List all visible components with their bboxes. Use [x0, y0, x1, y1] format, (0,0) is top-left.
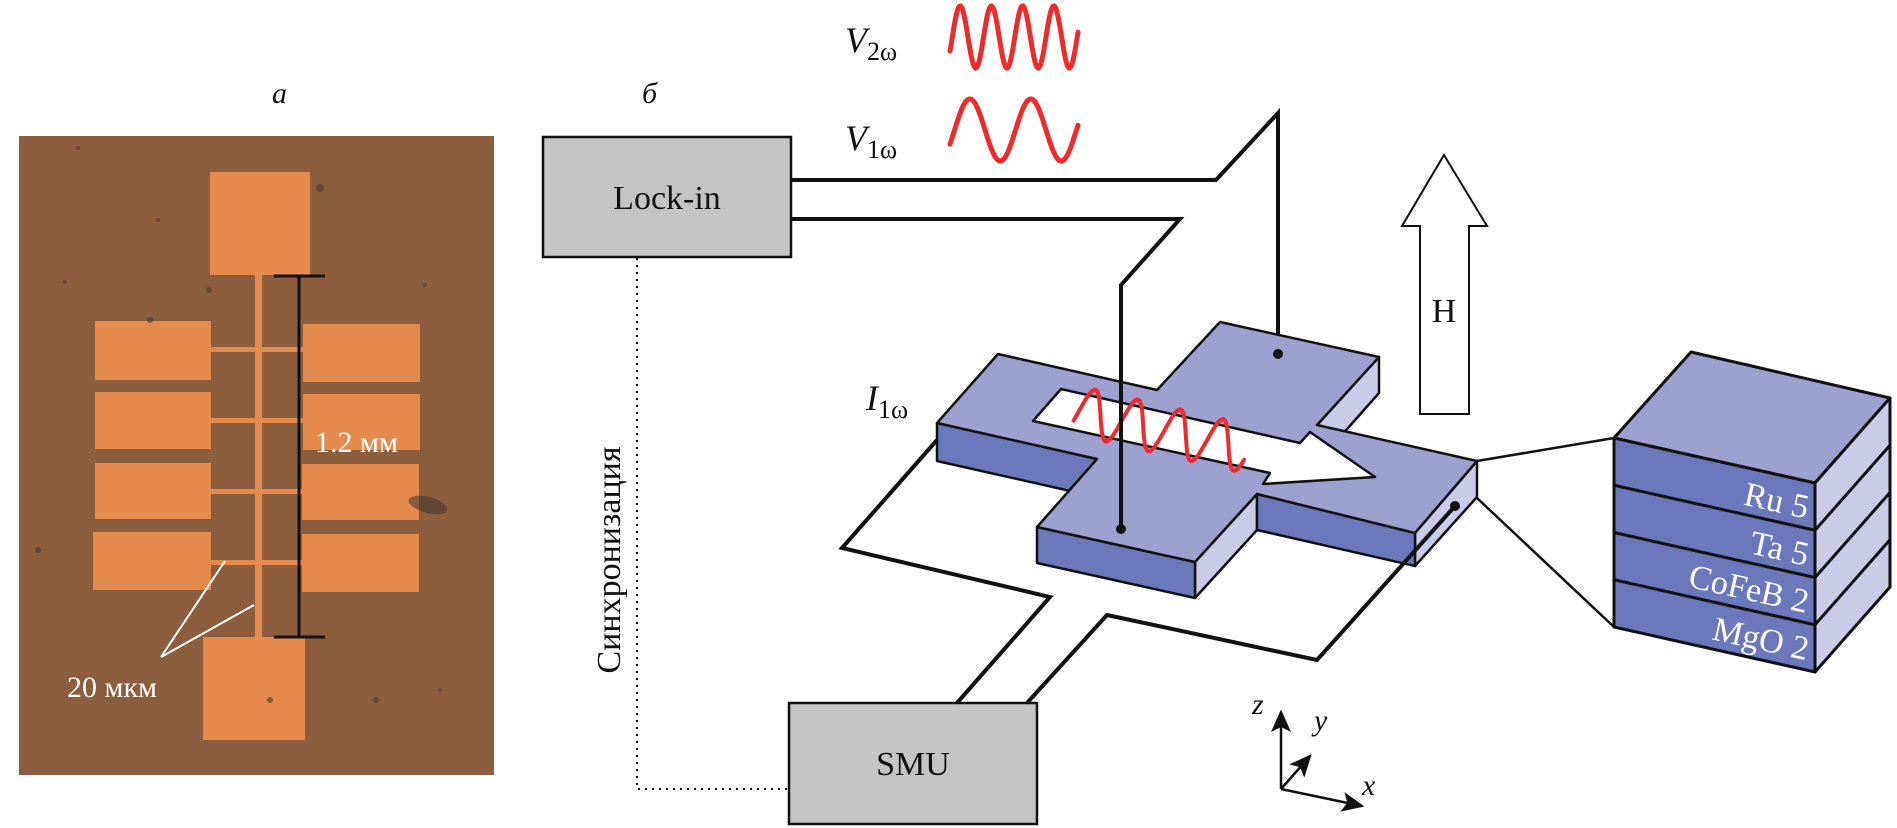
hall-cross-device	[935, 320, 1479, 600]
pad-left-4	[93, 532, 211, 590]
layer-stack	[1612, 350, 1892, 674]
contact-pads	[93, 172, 420, 740]
layer-divider	[1613, 444, 1892, 532]
pad-left-2	[95, 392, 211, 449]
current-wire-2	[1025, 504, 1457, 705]
voltage-wire-2	[791, 217, 1185, 529]
y-axis-arrow-icon	[1280, 754, 1312, 790]
sync-label: Синхронизация	[591, 446, 628, 673]
hall-bar-arm-3	[211, 489, 304, 494]
hall-bar-arm-4	[211, 560, 304, 565]
pad-left-3	[95, 463, 211, 519]
lock-in-label: Lock-in	[613, 180, 721, 217]
coordinate-axes	[1271, 709, 1365, 812]
x-axis-label: x	[1361, 769, 1376, 802]
v2w-waveform	[947, 3, 1081, 71]
photo-specks	[35, 146, 448, 703]
smu-label: SMU	[876, 746, 950, 783]
x-axis-arrow-icon	[1280, 787, 1365, 812]
hall-bar-strip	[255, 275, 262, 638]
contact-dot-right	[1450, 501, 1460, 511]
layer-divider	[1613, 491, 1892, 579]
current-direction-arrow	[1031, 387, 1377, 486]
micrograph-photo: 1.2 мм 20 мкм	[19, 136, 494, 775]
zoom-line-bottom	[1476, 497, 1615, 628]
contact-dot-top	[1273, 349, 1283, 359]
panel-b: б V2ω V1ω Lock-in SMU Синхронизация	[541, 3, 1892, 826]
smu-box	[787, 701, 1039, 826]
v1w-label: V1ω	[845, 118, 897, 164]
panel-a-label: а	[272, 77, 287, 110]
pad-bottom	[203, 637, 305, 740]
layer-divider	[1613, 538, 1892, 627]
panel-a: а	[19, 77, 494, 775]
panel-b-label: б	[642, 77, 658, 110]
lock-in-box	[541, 135, 793, 259]
magnetic-field-arrow-icon	[1400, 153, 1489, 415]
voltage-wire-1	[791, 107, 1280, 354]
pad-left-1	[95, 321, 211, 380]
width-pointer-lines	[160, 560, 255, 658]
sync-line	[636, 258, 789, 790]
hall-bar-arm-1	[211, 347, 304, 352]
pad-right-3	[302, 464, 419, 520]
hall-bar-arm-2	[211, 418, 304, 423]
pad-right-2	[303, 394, 420, 450]
v2w-label: V2ω	[845, 20, 897, 66]
v1w-waveform	[947, 96, 1081, 164]
field-label: H	[1432, 293, 1457, 330]
i1w-waveform	[1071, 387, 1247, 473]
pad-right-4	[302, 534, 419, 592]
zoom-line-top	[1476, 436, 1615, 463]
scale-bar	[274, 274, 325, 639]
scale-bar-label: 1.2 мм	[315, 426, 398, 459]
i1w-label: I1ω	[865, 378, 908, 424]
pad-right-1	[303, 324, 420, 382]
contact-dot-bottom	[1116, 524, 1126, 534]
width-label: 20 мкм	[67, 671, 157, 704]
y-axis-label: y	[1311, 704, 1328, 737]
current-wire-1	[838, 438, 1054, 705]
z-axis-label: z	[1251, 688, 1264, 721]
pad-top	[210, 172, 310, 275]
